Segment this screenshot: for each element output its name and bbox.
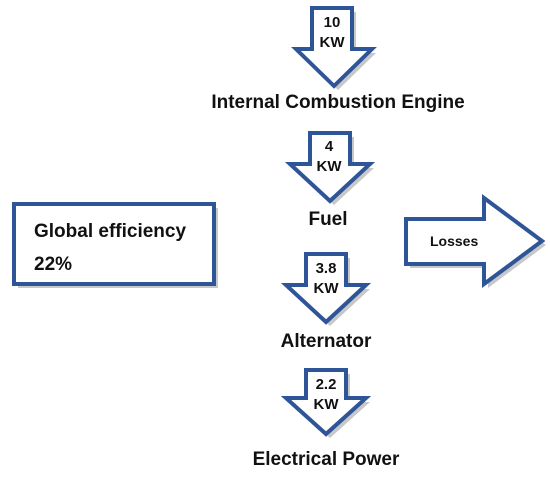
down-arrow-icon <box>284 131 376 204</box>
flow-unit-4: KW <box>314 396 340 413</box>
flow-unit-3: KW <box>314 280 340 297</box>
stage-label-4: Electrical Power <box>253 449 400 470</box>
flow-value-1: 10 <box>324 14 341 31</box>
flow-arrow-1: 10 KW <box>291 6 377 90</box>
down-arrow-icon <box>291 6 377 89</box>
flow-unit-2: KW <box>317 158 343 175</box>
down-arrow-icon <box>280 252 372 325</box>
losses-label: Losses <box>430 233 478 249</box>
losses-arrow: Losses <box>404 194 546 288</box>
global-efficiency-box: Global efficiency 22% <box>12 202 218 288</box>
efficiency-value: 22% <box>34 254 72 275</box>
stage-label-1: Internal Combustion Engine <box>211 92 464 113</box>
flow-arrow-2: 4 KW <box>284 131 376 205</box>
flow-unit-1: KW <box>320 34 346 51</box>
stage-label-3: Alternator <box>281 331 372 352</box>
right-arrow-icon <box>404 194 546 288</box>
stage-label-2: Fuel <box>308 209 347 230</box>
flow-value-2: 4 <box>325 138 334 155</box>
efficiency-label: Global efficiency <box>34 221 186 242</box>
down-arrow-icon <box>280 368 372 437</box>
flow-arrow-3: 3.8 KW <box>280 252 372 326</box>
flow-value-3: 3.8 <box>316 260 337 277</box>
flow-value-4: 2.2 <box>316 376 337 393</box>
flow-arrow-4: 2.2 KW <box>280 368 372 438</box>
